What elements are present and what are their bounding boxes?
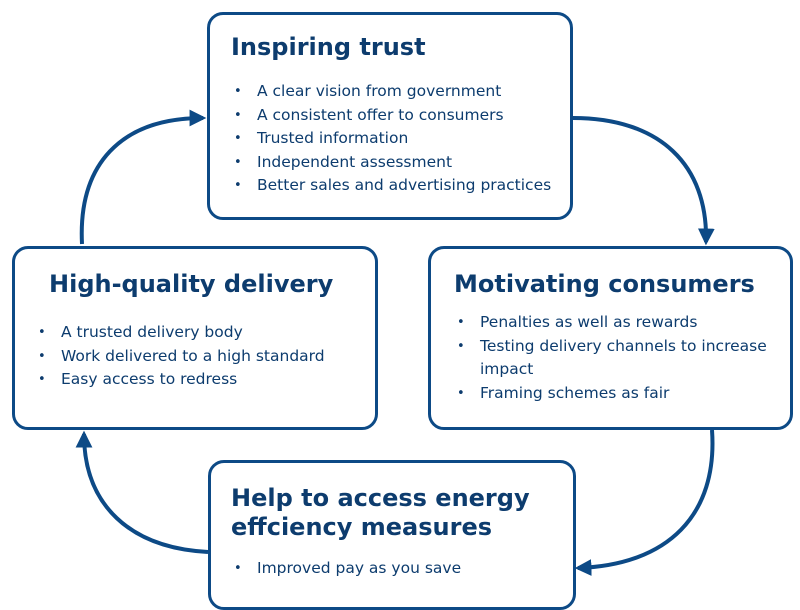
list-item: Penalties as well as rewards (454, 311, 778, 335)
list-item: Better sales and advertising practices (231, 174, 558, 198)
list-item: Easy access to redress (35, 368, 363, 392)
node-items: A trusted delivery body Work delivered t… (35, 321, 363, 392)
list-item: Framing schemes as fair (454, 382, 778, 406)
arrow-motivating-to-help (574, 429, 715, 576)
node-items: A clear vision from government A consist… (231, 80, 558, 198)
list-item: A trusted delivery body (35, 321, 363, 345)
node-help-to-access: Help to access energy effciency measures… (208, 460, 576, 610)
list-item: Trusted information (231, 127, 558, 151)
arrow-delivery-to-trust (79, 109, 207, 245)
list-item: A clear vision from government (231, 80, 558, 104)
node-title: Motivating consumers (454, 270, 755, 298)
list-item: A consistent offer to consumers (231, 104, 558, 128)
arrow-help-to-delivery (75, 430, 209, 554)
node-high-quality-delivery: High-quality delivery A trusted delivery… (12, 246, 378, 430)
node-title: Help to access energy effciency measures (231, 484, 530, 542)
arrow-trust-to-motivating (572, 116, 715, 246)
node-motivating-consumers: Motivating consumers Penalties as well a… (428, 246, 793, 430)
list-item: Work delivered to a high standard (35, 345, 363, 369)
node-inspiring-trust: Inspiring trust A clear vision from gove… (207, 12, 573, 220)
node-items: Penalties as well as rewards Testing del… (454, 311, 778, 405)
list-item: Independent assessment (231, 151, 558, 175)
list-item: Improved pay as you save (231, 557, 561, 581)
node-items: Improved pay as you save (231, 557, 561, 581)
node-title: Inspiring trust (231, 33, 426, 61)
list-item: Testing delivery channels to increase im… (454, 335, 778, 382)
node-title: High-quality delivery (49, 270, 334, 298)
